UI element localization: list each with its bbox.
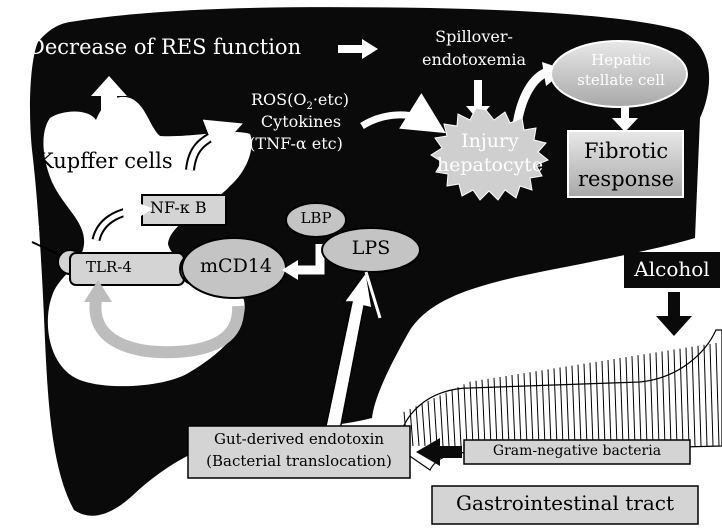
alcohol-label: Alcohol xyxy=(634,259,709,280)
gram-label: Gram-negative bacteria xyxy=(493,444,661,459)
injury-label-line1: Injury xyxy=(461,132,519,152)
fibrotic-label-line2: response xyxy=(578,168,674,190)
tnf-label: (TNF-α etc) xyxy=(249,136,343,153)
spillover-label-line2: endotoxemia xyxy=(422,52,526,69)
lbp-label: LBP xyxy=(300,211,331,227)
nfkb-label: NF-κ B xyxy=(150,200,207,217)
fibrotic-label-line1: Fibrotic xyxy=(584,140,668,162)
res-label: Decrease of RES function xyxy=(28,36,301,58)
md2-label: MD-2 xyxy=(4,224,41,238)
mcd14-label: mCD14 xyxy=(200,257,272,277)
stellate-label-line1: Hepatic xyxy=(591,53,651,69)
stellate-label-line2: stellate cell xyxy=(577,73,665,89)
gut-label-line1: Gut-derived endotoxin xyxy=(214,432,384,448)
gut-label-line2: (Bacterial translocation) xyxy=(206,454,392,470)
injury-label-line2: hepatocyte xyxy=(437,156,543,176)
gi-label: Gastrointestinal tract xyxy=(456,493,674,514)
spillover-label-line1: Spillover- xyxy=(435,29,513,46)
kupffer-label: Kupffer cells xyxy=(38,150,173,172)
ros-label: ROS(O2·etc) xyxy=(251,92,349,113)
lps-label: LPS xyxy=(352,239,390,259)
tlr4-label: TLR-4 xyxy=(86,260,132,276)
cytokines-label: Cytokines xyxy=(261,114,341,131)
arrow-alcohol-down xyxy=(656,292,692,336)
